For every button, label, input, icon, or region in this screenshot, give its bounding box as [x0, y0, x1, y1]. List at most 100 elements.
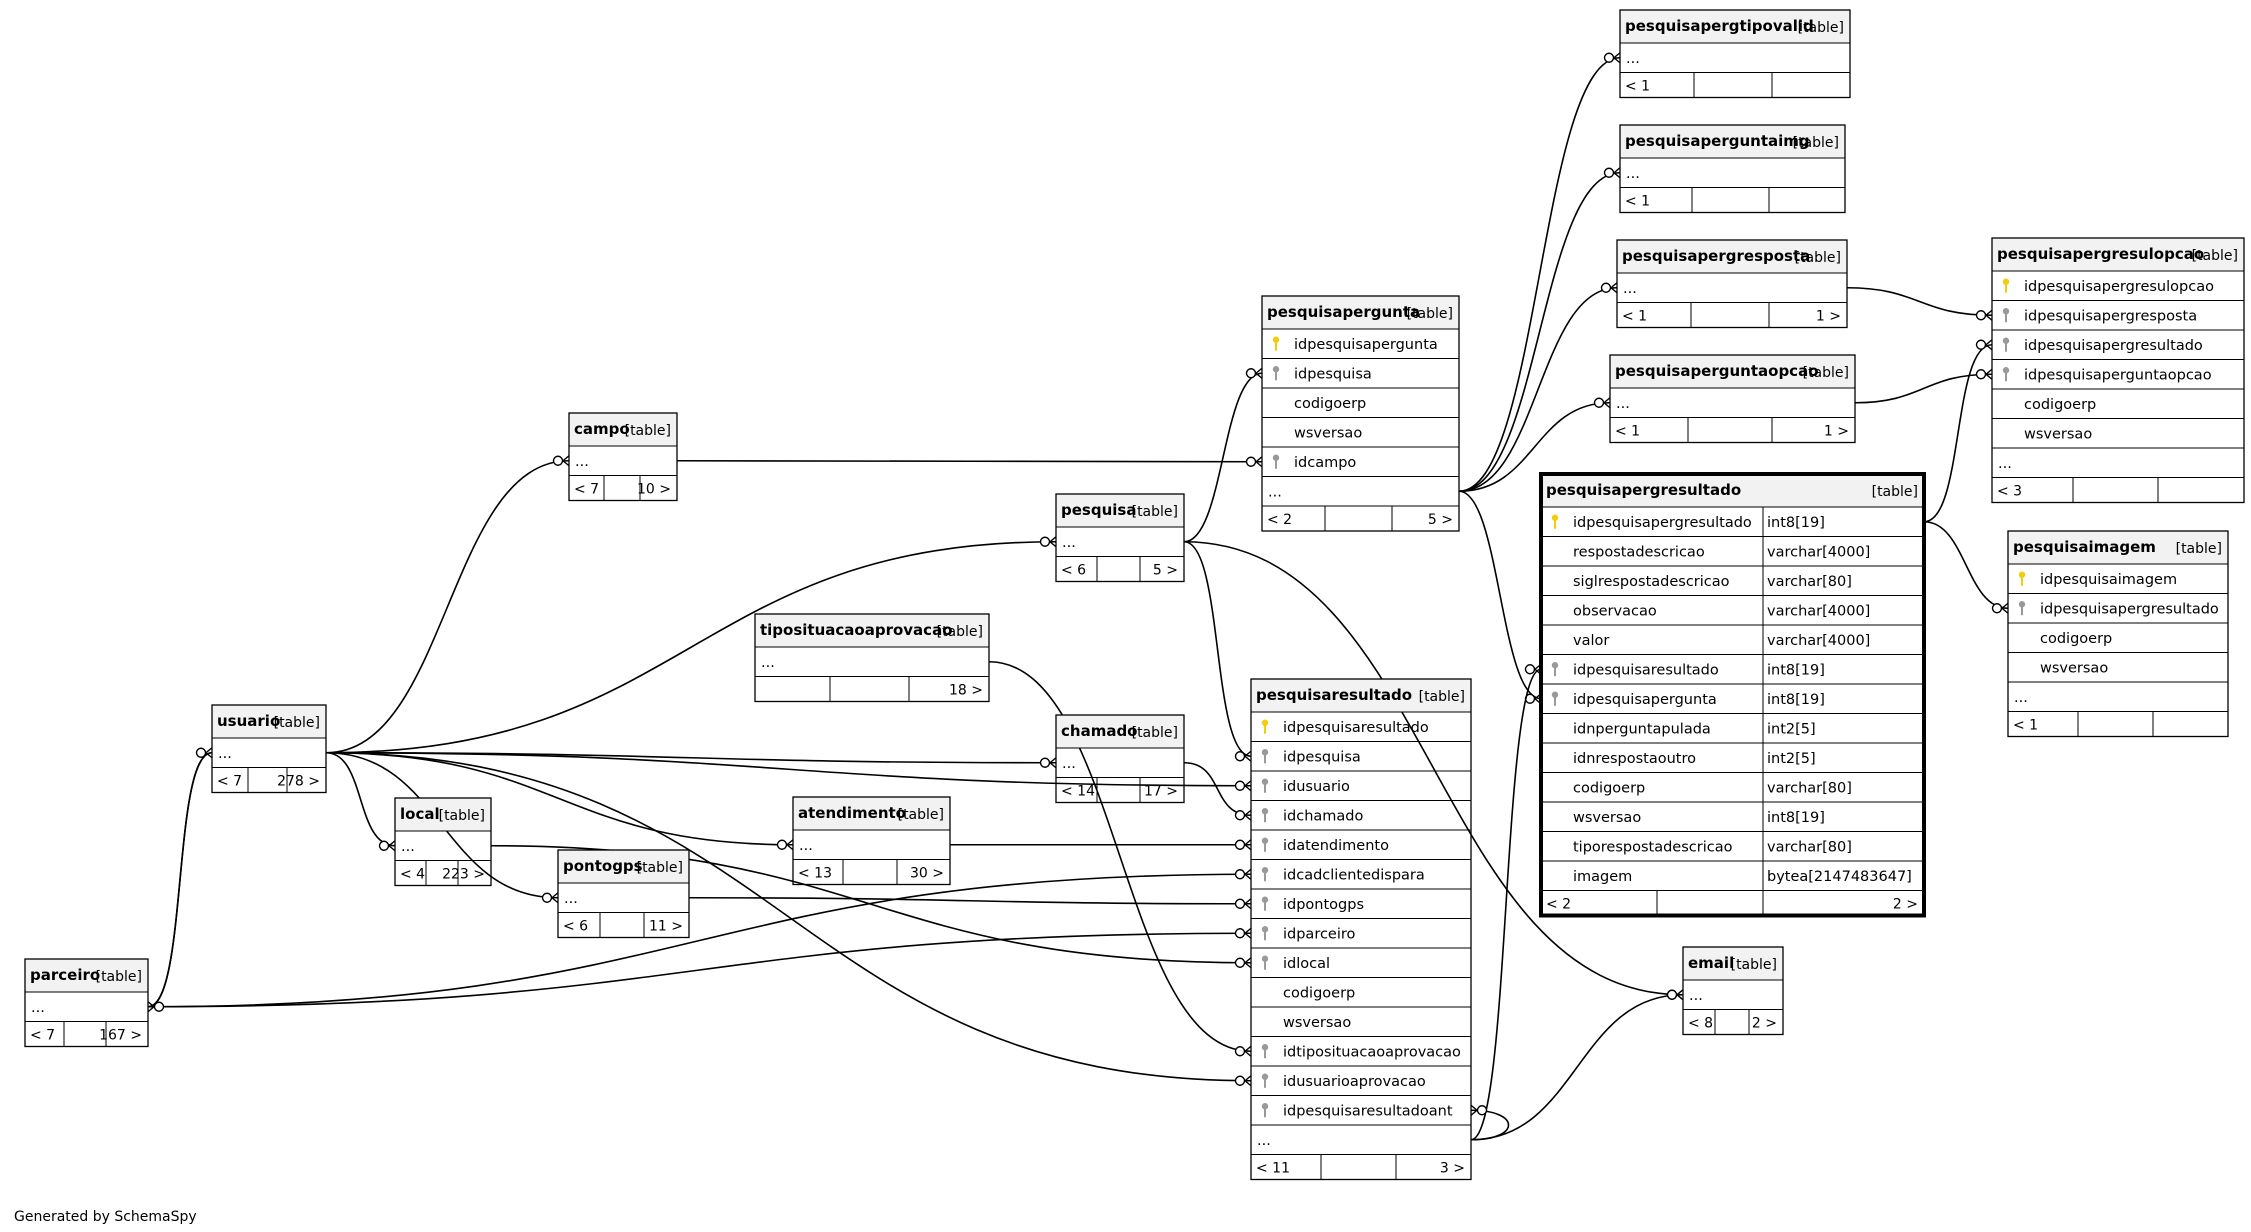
foreign-key-icon: [1261, 778, 1269, 793]
many-marker: [785, 839, 794, 851]
table-tag: [table]: [1872, 484, 1918, 500]
relationship-pesquisa-idpesquisa: [1183, 367, 1263, 543]
column-name: idpesquisapergresultado: [2040, 601, 2219, 617]
table-header: [755, 614, 989, 647]
table-border: [24, 958, 149, 1048]
table-pesquisaimagem[interactable]: pesquisaimagem[table]idpesquisaimagemidp…: [2007, 530, 2229, 738]
parents-count: < 1: [1622, 309, 1647, 325]
optional-marker: [1234, 898, 1246, 909]
table-name: pesquisapergresposta: [1622, 247, 1810, 265]
column-name: ...: [1062, 756, 1076, 772]
foreign-key-icon: [2002, 308, 2010, 323]
relationship-pesquisapergresultado-idpesquisapergresultado: [1923, 339, 1993, 523]
table-header: [1251, 679, 1471, 712]
many-marker: [1675, 989, 1684, 1001]
optional-marker: [1524, 664, 1536, 675]
table-border: [1250, 678, 1472, 1181]
relationship-parceiro-idcadclientedispara: [147, 868, 1252, 1008]
relationship-pesquisa-idpesquisa: [1183, 540, 1252, 762]
table-pesquisapergresultado[interactable]: pesquisapergresultado[table]idpesquisape…: [1539, 472, 1926, 918]
table-pesquisaperguntaimg[interactable]: pesquisaperguntaimg[table]...< 1: [1619, 124, 1846, 214]
column-name: idpesquisaresultado: [1573, 662, 1719, 678]
column-name: idusuarioaprovacao: [1283, 1074, 1426, 1090]
parents-count: < 8: [1688, 1016, 1713, 1032]
table-border: [394, 797, 492, 887]
optional-marker: [1593, 397, 1605, 408]
optional-marker: [1234, 780, 1246, 791]
column-type: varchar[4000]: [1767, 603, 1870, 619]
optional-marker: [1234, 957, 1246, 968]
many-marker: [1243, 839, 1252, 851]
many-marker: [387, 840, 396, 852]
column-name: observacao: [1573, 603, 1657, 619]
table-header: [1617, 240, 1847, 273]
table-header: [1056, 715, 1184, 748]
foreign-key-icon: [1551, 691, 1559, 706]
optional-marker: [1234, 928, 1246, 939]
table-name: email: [1688, 954, 1734, 972]
relationship-chamado-idchamado: [1183, 761, 1252, 821]
column-type: varchar[4000]: [1767, 544, 1870, 560]
table-tiposituacaoaprovacao[interactable]: tiposituacaoaprovacao[table]...18 >: [754, 613, 990, 703]
table-tag: [table]: [637, 860, 683, 876]
parents-count: < 13: [798, 866, 832, 882]
many-marker: [1612, 52, 1621, 64]
table-name: pontogps: [563, 857, 643, 875]
relationship-atendimento-idatendimento: [950, 839, 1252, 851]
column-name: ...: [1689, 988, 1703, 1004]
table-pesquisapergresulopcao[interactable]: pesquisapergresulopcao[table]idpesquisap…: [1991, 237, 2245, 504]
parents-count: < 1: [1615, 424, 1640, 440]
children-count: 278 >: [277, 774, 320, 790]
optional-marker: [1975, 310, 1987, 321]
relationship-parceiro-usuario: [147, 747, 213, 1008]
optional-marker: [1975, 369, 1987, 380]
parents-count: < 6: [563, 919, 588, 935]
column-name: siglrespostadescricao: [1573, 574, 1730, 590]
many-marker: [1243, 809, 1252, 821]
column-name: codigoerp: [1283, 985, 1355, 1001]
many-marker: [1609, 282, 1618, 294]
table-pesquisapergtipovalid[interactable]: pesquisapergtipovalid[table]...< 1: [1619, 9, 1851, 99]
column-name: ...: [401, 839, 415, 855]
column-name: idpesquisaresultado: [1283, 720, 1429, 736]
foreign-key-icon: [1261, 1044, 1269, 1059]
foreign-key-icon: [2002, 367, 2010, 382]
many-marker: [561, 455, 570, 467]
many-marker: [2000, 602, 2009, 614]
table-header: [1620, 10, 1850, 43]
table-tag: [table]: [1795, 250, 1841, 266]
many-marker: [1243, 898, 1252, 910]
optional-marker: [1603, 52, 1615, 63]
column-name: wsversao: [2040, 660, 2108, 676]
children-count: 17 >: [1144, 784, 1178, 800]
parents-count: < 2: [1267, 512, 1292, 528]
table-name: pesquisaresultado: [1256, 686, 1412, 704]
children-count: 167 >: [99, 1028, 142, 1044]
column-name: idchamado: [1283, 808, 1363, 824]
column-type: int2[5]: [1767, 751, 1816, 767]
parents-count: < 6: [1061, 563, 1086, 579]
optional-marker: [1039, 536, 1051, 547]
table-pesquisaresultado[interactable]: pesquisaresultado[table]idpesquisaresult…: [1250, 678, 1472, 1181]
parents-count: < 7: [574, 482, 599, 498]
table-tag: [table]: [1793, 135, 1839, 151]
relationship-pesquisaresultado-email: [1470, 989, 1684, 1141]
table-pesquisapergunta[interactable]: pesquisapergunta[table]idpesquisapergunt…: [1261, 295, 1460, 532]
table-border: [557, 849, 690, 939]
foreign-key-icon: [1261, 896, 1269, 911]
column-name: ...: [1998, 456, 2012, 472]
children-count: 2 >: [1752, 1016, 1777, 1032]
relationship-lines: [147, 52, 2009, 1141]
many-marker: [550, 892, 559, 904]
